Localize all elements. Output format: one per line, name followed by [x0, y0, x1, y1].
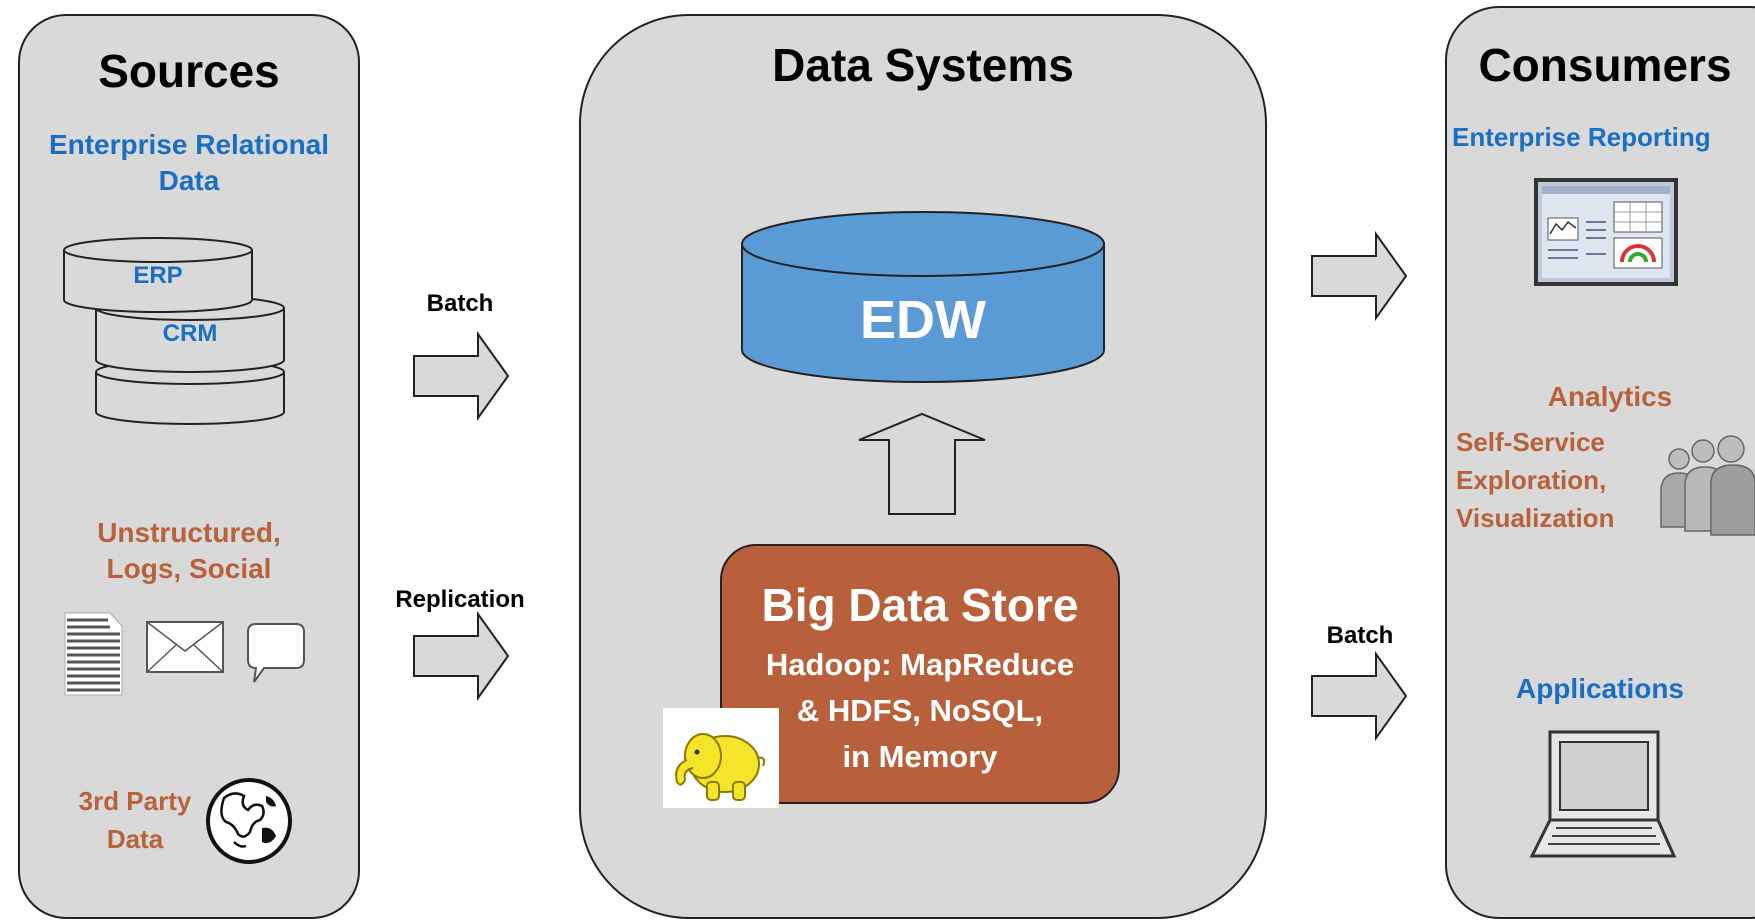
edw-cylinder-icon — [741, 211, 1105, 383]
edw-label: EDW — [860, 290, 986, 350]
laptop-icon — [1529, 730, 1677, 858]
sources-panel — [18, 14, 360, 919]
db-erp-label: ERP — [133, 262, 183, 289]
reporting-out-arrow-icon — [1311, 230, 1408, 322]
envelope-icon — [146, 621, 224, 673]
up-arrow-icon — [858, 412, 986, 515]
data-systems-title: Data Systems — [772, 39, 1074, 91]
third-party-label-line1: 3rd Party — [78, 786, 192, 816]
hadoop-elephant-icon — [663, 708, 779, 808]
batch-out-arrow-icon — [1311, 650, 1408, 742]
analytics-title: Analytics — [1547, 381, 1673, 412]
document-icon — [64, 612, 123, 696]
relational-data-label-line2: Data — [158, 165, 220, 196]
replication-label: Replication — [395, 586, 525, 613]
db-cylinder-erp — [63, 237, 253, 313]
replication-arrow-icon — [413, 610, 510, 702]
consumers-title: Consumers — [1478, 39, 1732, 91]
unstructured-label-line2: Logs, Social — [106, 553, 272, 584]
sources-title: Sources — [98, 45, 280, 97]
db-crm-label: CRM — [162, 320, 218, 347]
database-stack-icon — [63, 237, 285, 425]
dashboard-icon — [1534, 178, 1678, 286]
batch-out-label: Batch — [1326, 622, 1394, 649]
big-data-store-title: Big Data Store — [761, 579, 1079, 631]
chat-bubble-icon — [247, 623, 305, 683]
applications-label: Applications — [1515, 673, 1684, 704]
batch-in-arrow-icon — [413, 330, 510, 422]
big-data-store-line3: in Memory — [842, 739, 998, 774]
unstructured-label-line1: Unstructured, — [97, 517, 281, 548]
analytics-line3: Visualization — [1456, 503, 1615, 533]
users-icon — [1660, 435, 1755, 536]
enterprise-reporting-label: Enterprise Reporting — [1452, 122, 1711, 152]
third-party-label-line2: Data — [106, 824, 164, 854]
globe-icon — [206, 778, 292, 864]
big-data-store-line1: Hadoop: MapReduce — [765, 647, 1075, 682]
analytics-line2: Exploration, — [1456, 465, 1607, 495]
relational-data-label-line1: Enterprise Relational — [48, 129, 330, 160]
big-data-store-line2: & HDFS, NoSQL, — [796, 693, 1044, 728]
analytics-line1: Self-Service — [1456, 427, 1605, 457]
batch-in-label: Batch — [426, 290, 494, 317]
big-data-store-box — [720, 544, 1120, 804]
